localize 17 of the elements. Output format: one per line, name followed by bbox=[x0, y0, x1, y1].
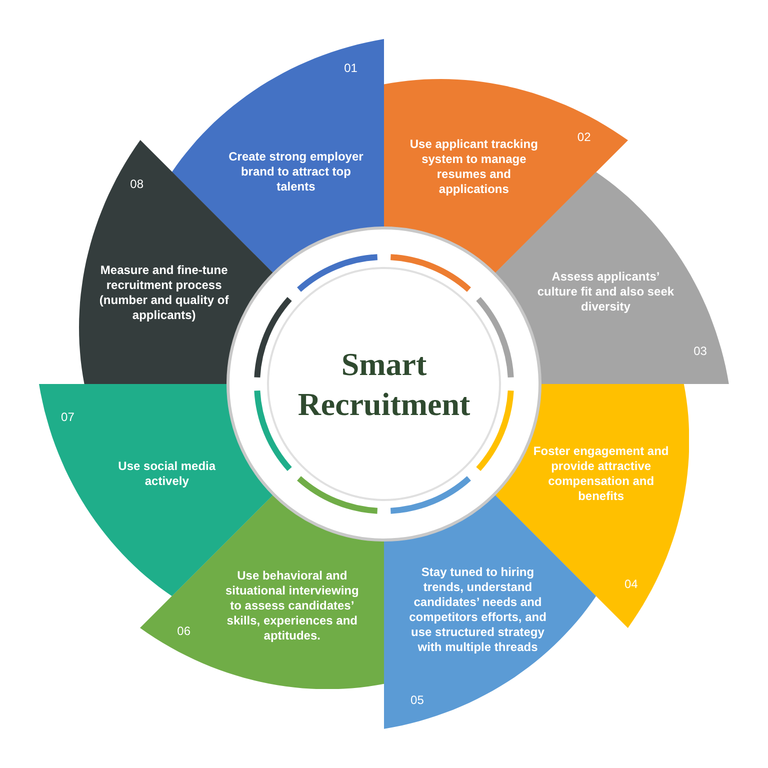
step-text: Measure and fine-tune recruitment process (number and quality of applicants) bbox=[98, 262, 230, 323]
step-text: Use applicant tracking system to manage resumes and applications bbox=[408, 136, 539, 197]
step-text: Create strong employer brand to attract top talents bbox=[228, 149, 364, 194]
step-number: 04 bbox=[624, 577, 638, 592]
center-title: Smart Recruitment bbox=[296, 345, 472, 424]
step-number: 03 bbox=[694, 344, 707, 358]
step-text: Stay tuned to hiring trends, understand candidates’ needs and competitors efforts, and use structured strategy with multiple threads bbox=[408, 565, 548, 656]
step-text: Foster engagement and provide attractive compensation and benefits bbox=[532, 444, 670, 504]
step-number: 05 bbox=[410, 693, 424, 708]
step-number: 08 bbox=[130, 176, 144, 191]
step-text: Assess applicants’ culture fit and also seek diversity bbox=[536, 270, 676, 315]
step-text: Use behavioral and situational interviewing to assess candidates’ skills, experiences and aptitudes. bbox=[224, 568, 360, 644]
step-number: 06 bbox=[177, 624, 191, 638]
step-text: Use social media actively bbox=[117, 458, 217, 489]
step-number: 07 bbox=[61, 410, 74, 424]
step-number: 01 bbox=[344, 60, 358, 75]
step-number: 02 bbox=[577, 130, 591, 144]
